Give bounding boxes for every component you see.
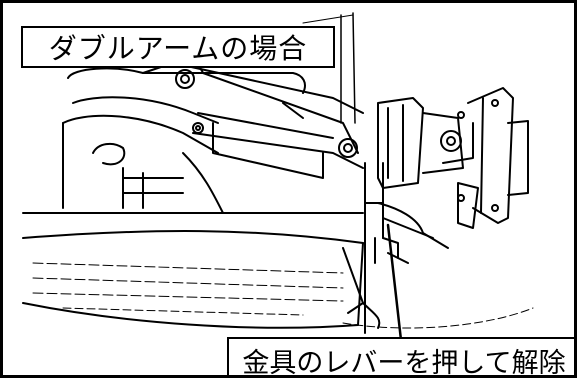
upper-arm — [142, 59, 364, 179]
monitor-arm-illustration — [22, 12, 534, 342]
mount-pole — [342, 162, 449, 334]
callout-leader — [386, 223, 403, 342]
wall-column — [302, 12, 356, 124]
desk-base — [22, 212, 534, 329]
lower-arm — [62, 67, 306, 214]
callout-label: 金具のレバーを押して解除 — [227, 337, 574, 375]
monitor-bracket — [377, 87, 529, 229]
title-label: ダブルアームの場合 — [21, 26, 335, 68]
